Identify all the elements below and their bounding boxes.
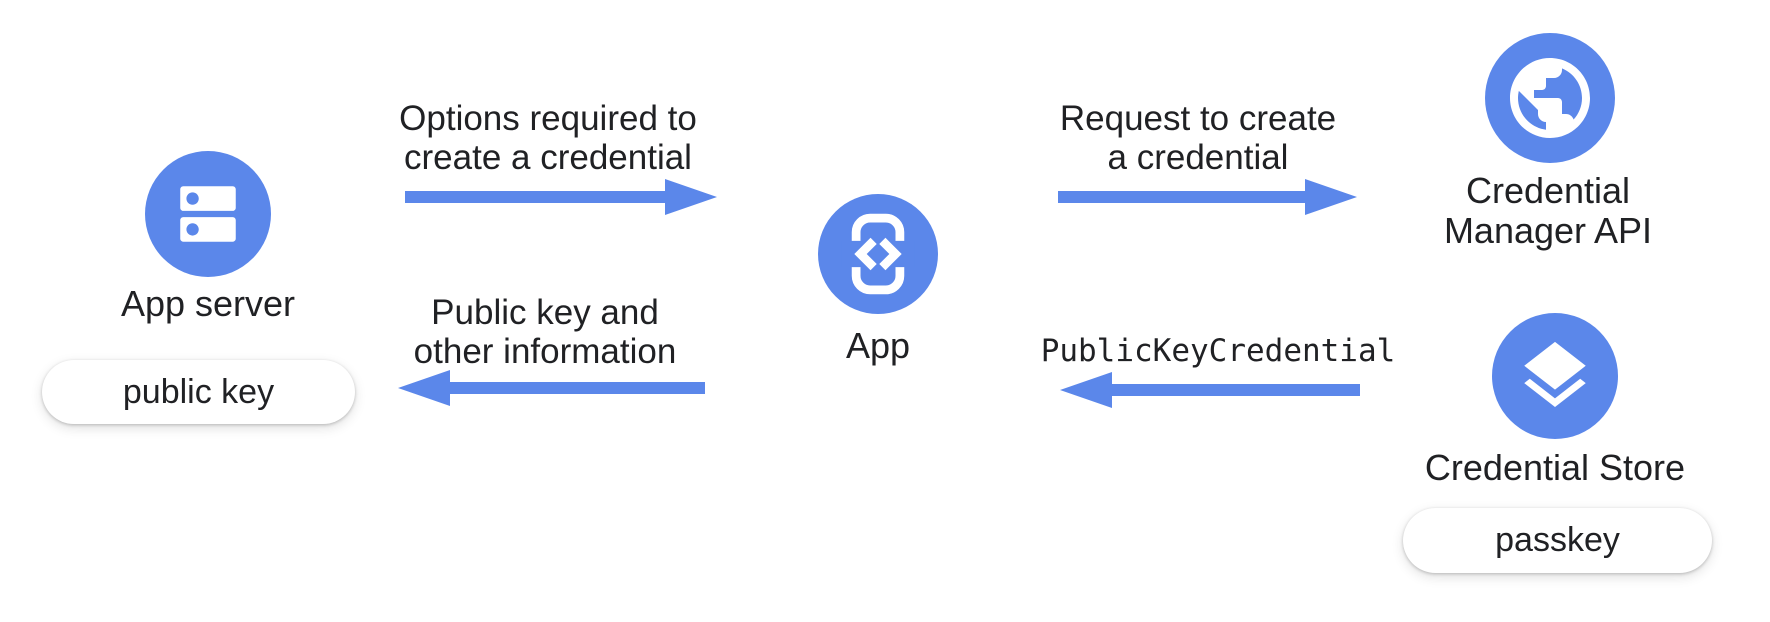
publickeycredential-flow-label: PublicKeyCredential (1040, 333, 1396, 369)
credential-manager-api-label-line1: Credential (1465, 170, 1631, 211)
options-flow-label-line1: Options required to (399, 99, 697, 138)
options-flow-label-line2: create a credential (404, 138, 692, 177)
credential-manager-api-label-line2: Manager API (1443, 210, 1653, 251)
app-server-label: App server (120, 283, 296, 324)
request-flow-label-line1: Request to create (1059, 99, 1337, 138)
passkey-pill: passkey (1403, 508, 1712, 573)
credential-manager-api-node (1485, 33, 1615, 163)
request-arrow (1058, 179, 1357, 215)
publickeycredential-arrow (1060, 372, 1360, 408)
server-icon (180, 186, 236, 242)
public-key-info-flow-label-line2: other information (413, 332, 677, 371)
public-key-info-flow-label-line1: Public key and (431, 293, 659, 332)
options-flow-label: Options required to create a credential (398, 99, 698, 177)
phone-code-icon (841, 213, 915, 295)
credential-store-label: Credential Store (1424, 447, 1686, 488)
left-arrow-icon (398, 370, 705, 406)
app-server-node (145, 151, 271, 277)
credential-store-node (1492, 313, 1618, 439)
request-flow-label: Request to create a credential (1048, 99, 1348, 177)
request-flow-label-line2: a credential (1107, 138, 1289, 177)
app-label: App (845, 325, 911, 366)
options-arrow (405, 179, 717, 215)
globe-icon (1510, 58, 1590, 138)
layers-icon (1524, 341, 1586, 407)
right-arrow-icon (1058, 179, 1357, 215)
right-arrow-icon (405, 179, 717, 215)
public-key-info-flow-label: Public key and other information (395, 293, 695, 371)
app-node (818, 194, 938, 314)
public-key-pill: public key (42, 360, 355, 424)
passkey-pill-text: passkey (1495, 521, 1620, 559)
credential-manager-api-label: Credential Manager API (1398, 171, 1698, 251)
public-key-info-arrow (398, 370, 705, 406)
left-arrow-icon (1060, 372, 1360, 408)
public-key-pill-text: public key (122, 372, 275, 411)
